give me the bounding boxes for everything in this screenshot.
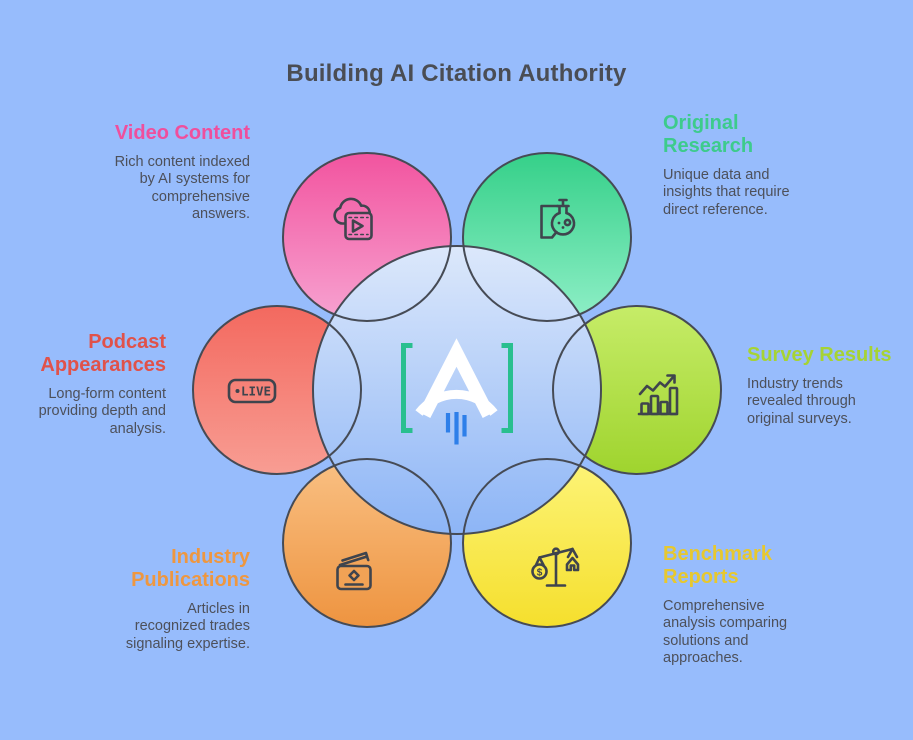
node-title: Benchmark Reports xyxy=(663,543,772,588)
node-description: Unique data and insights that require di… xyxy=(663,167,790,218)
node-title: Industry Publications xyxy=(131,546,250,591)
label-benchmark-reports: Benchmark Reports Comprehensive analysis… xyxy=(663,543,863,667)
node-title: Video Content xyxy=(114,122,250,144)
logo-letter-a xyxy=(415,338,498,418)
live-badge-icon: LIVE xyxy=(227,378,277,404)
node-title: Podcast Appearances xyxy=(40,331,166,376)
label-podcast-appearances: Podcast Appearances Long-form content pr… xyxy=(16,331,166,438)
node-title: Original Research xyxy=(663,112,754,157)
publication-cards-icon xyxy=(336,551,372,591)
label-original-research: Original Research Unique data and insigh… xyxy=(663,112,863,219)
benchmark-scale-icon: $ xyxy=(531,547,580,587)
label-industry-publications: Industry Publications Articles in recogn… xyxy=(50,546,250,653)
live-label: LIVE xyxy=(241,384,271,399)
dollar-label: $ xyxy=(537,567,543,578)
brand-logo xyxy=(401,338,513,445)
logo-bars xyxy=(445,412,467,445)
page-title: Building AI Citation Authority xyxy=(286,60,627,87)
trend-chart-icon xyxy=(637,374,679,416)
node-description: Rich content indexed by AI systems for c… xyxy=(114,154,250,222)
node-description: Comprehensive analysis comparing solutio… xyxy=(663,598,788,666)
node-title: Survey Results xyxy=(747,344,892,366)
node-description: Industry trends revealed through origina… xyxy=(747,376,856,427)
logo-brackets xyxy=(401,343,513,433)
circle-outlines xyxy=(192,152,722,628)
research-flask-icon xyxy=(540,198,576,239)
label-survey-results: Survey Results Industry trends revealed … xyxy=(747,344,907,428)
node-description: Articles in recognized trades signaling … xyxy=(125,601,250,652)
label-video-content: Video Content Rich content indexed by AI… xyxy=(50,122,250,223)
node-description: Long-form content providing depth and an… xyxy=(38,386,166,437)
cloud-video-icon xyxy=(333,197,373,241)
